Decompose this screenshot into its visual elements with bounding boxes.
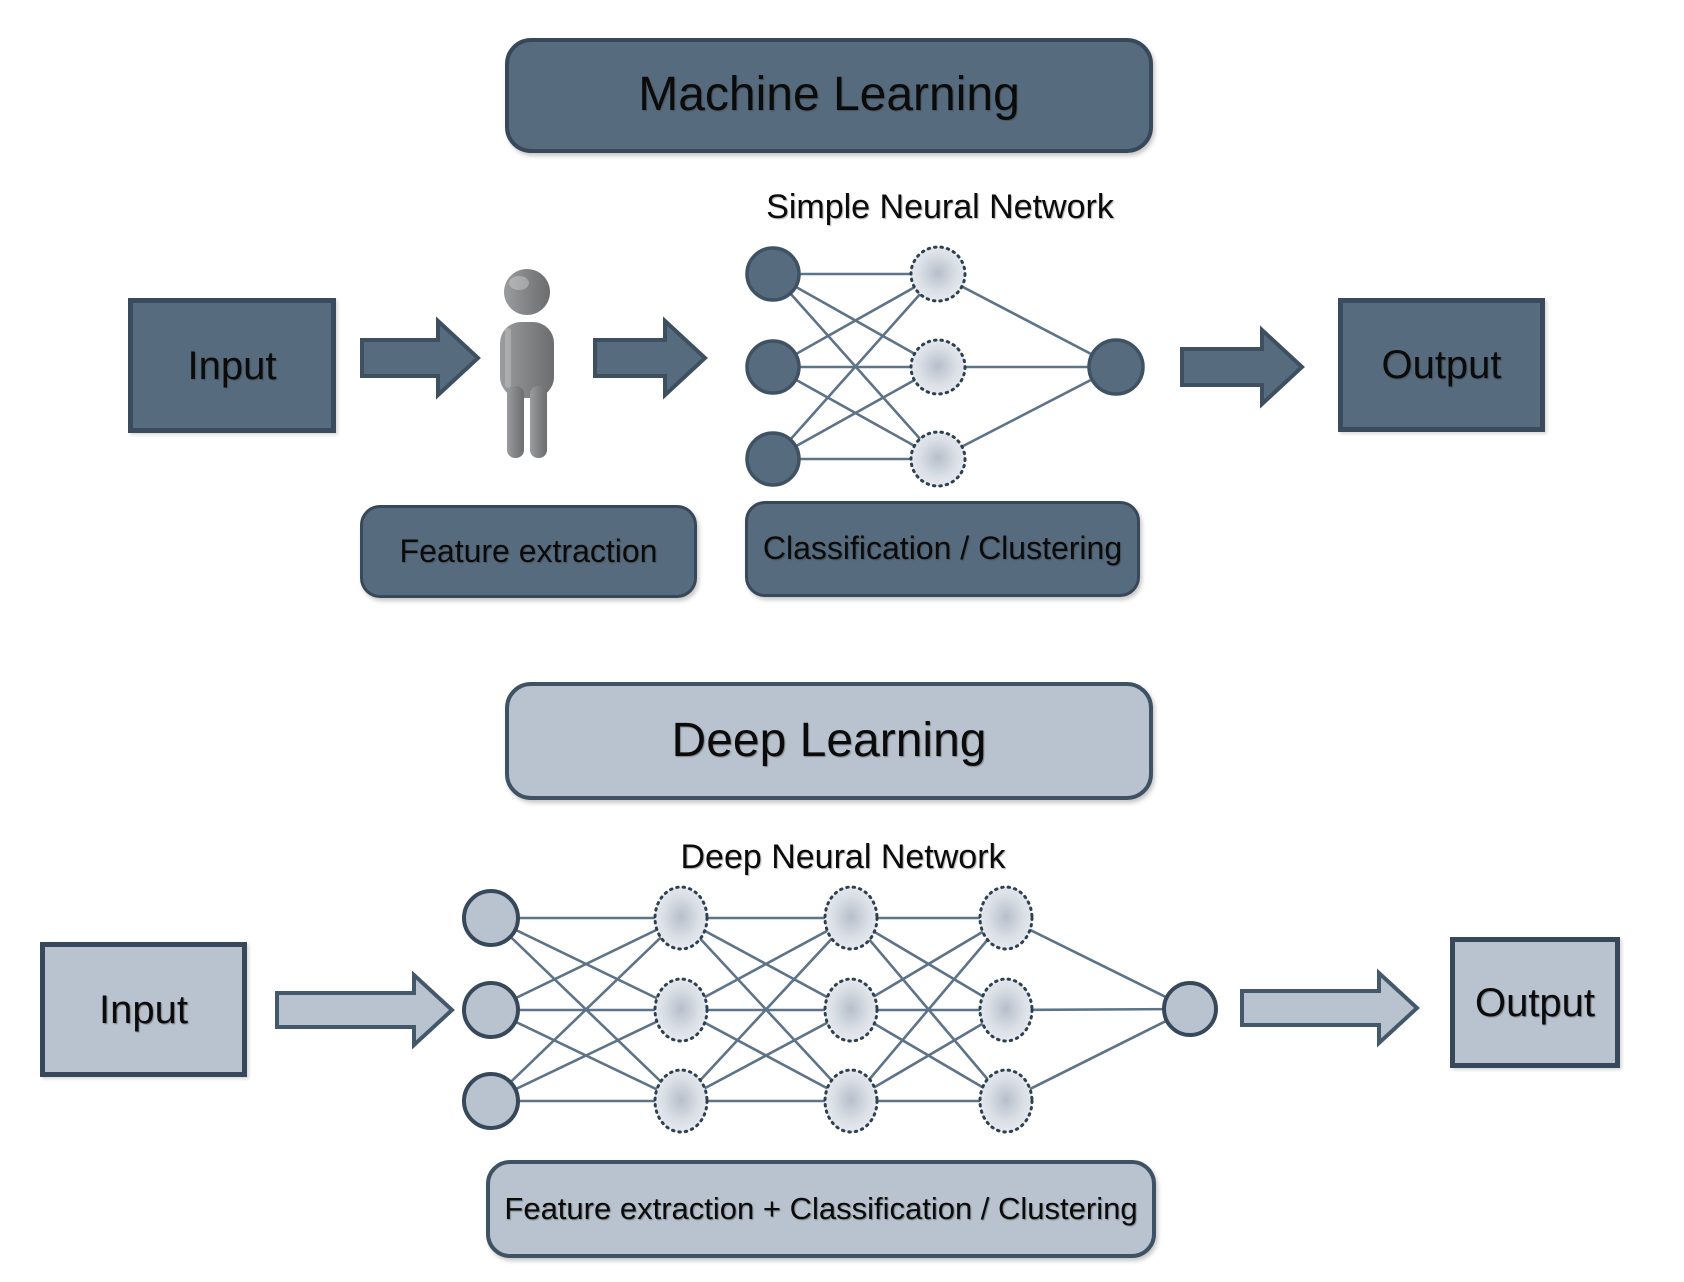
simple-neural-network-title: Simple Neural Network bbox=[766, 188, 1114, 226]
connection-line bbox=[490, 916, 682, 1012]
classification-clustering-label: Classification / Clustering bbox=[762, 530, 1123, 567]
person-right-leg bbox=[530, 386, 547, 458]
dl-input-box: Input bbox=[40, 942, 247, 1077]
connection-line bbox=[772, 273, 939, 460]
connection-line bbox=[490, 1008, 682, 1103]
connection-line bbox=[850, 1008, 1007, 1103]
person-torso-highlight bbox=[505, 328, 511, 388]
ml-input-label: Input bbox=[187, 343, 277, 388]
dnn-hidden-node bbox=[653, 977, 709, 1043]
snn-hidden-node bbox=[909, 338, 967, 396]
connection-line bbox=[772, 365, 939, 461]
combined-feature-classification-label: Feature extraction + Classification / Cl… bbox=[504, 1190, 1138, 1226]
dnn-hidden-node bbox=[978, 885, 1034, 951]
ml-input-box: Input bbox=[128, 298, 336, 433]
connection-line bbox=[680, 916, 852, 1012]
connection-line bbox=[1005, 1007, 1191, 1103]
dl-output-box: Output bbox=[1450, 937, 1620, 1068]
person-head bbox=[504, 269, 550, 315]
machine-learning-title-box: Machine Learning bbox=[505, 38, 1153, 153]
dnn-input-node bbox=[462, 889, 520, 947]
connection-line bbox=[937, 272, 1117, 369]
connection-line bbox=[490, 917, 682, 1102]
classification-clustering-box: Classification / Clustering bbox=[745, 501, 1140, 597]
deep-learning-title: Deep Learning bbox=[671, 713, 987, 767]
connection-line bbox=[1005, 1007, 1191, 1012]
dnn-output-node bbox=[1162, 981, 1218, 1037]
dnn-hidden-node bbox=[978, 977, 1034, 1043]
snn-hidden-node bbox=[909, 245, 967, 303]
person-torso bbox=[500, 322, 554, 398]
ml-output-label: Output bbox=[1381, 343, 1502, 387]
dnn-hidden-node bbox=[823, 1068, 879, 1134]
flow-arrows bbox=[275, 316, 1420, 1050]
snn-input-node bbox=[745, 246, 801, 302]
machine-learning-title: Machine Learning bbox=[638, 68, 1020, 122]
ml-output-box: Output bbox=[1338, 298, 1545, 432]
connection-line bbox=[850, 917, 1007, 1102]
person-left-leg bbox=[507, 386, 524, 458]
connection-line bbox=[680, 917, 852, 1102]
deep-learning-title-box: Deep Learning bbox=[505, 682, 1153, 800]
simple-neural-network bbox=[745, 245, 1145, 488]
feature-extraction-box: Feature extraction bbox=[360, 505, 697, 598]
dl-arrow-network-to-output bbox=[1240, 968, 1420, 1048]
ml-arrow-input-to-person bbox=[360, 316, 481, 400]
connection-line bbox=[772, 272, 939, 369]
dl-arrow-input-to-network bbox=[275, 970, 455, 1050]
connection-line bbox=[937, 365, 1117, 461]
dnn-input-node bbox=[462, 1072, 520, 1130]
dnn-hidden-node bbox=[823, 977, 879, 1043]
dl-output-label: Output bbox=[1474, 980, 1596, 1025]
combined-feature-classification-box: Feature extraction + Classification / Cl… bbox=[486, 1160, 1156, 1258]
feature-extraction-label: Feature extraction bbox=[399, 532, 658, 569]
snn-output-node bbox=[1087, 338, 1145, 396]
dl-input-label: Input bbox=[99, 987, 188, 1032]
ml-arrow-person-to-network bbox=[593, 316, 708, 400]
dnn-hidden-node bbox=[978, 1068, 1034, 1134]
dnn-input-node bbox=[462, 981, 520, 1039]
person-head-highlight bbox=[509, 276, 529, 290]
ml-arrow-network-to-output bbox=[1180, 325, 1305, 409]
dnn-hidden-node bbox=[653, 1068, 709, 1134]
connection-line bbox=[680, 1008, 852, 1103]
dnn-hidden-node bbox=[653, 885, 709, 951]
snn-input-node bbox=[745, 339, 801, 395]
snn-input-node bbox=[745, 431, 801, 487]
person-icon bbox=[500, 269, 554, 458]
connection-line bbox=[850, 916, 1007, 1012]
deep-neural-network bbox=[462, 885, 1218, 1134]
deep-neural-network-title: Deep Neural Network bbox=[680, 838, 1006, 876]
dnn-hidden-node bbox=[823, 885, 879, 951]
snn-hidden-node bbox=[909, 430, 967, 488]
connection-line bbox=[1005, 916, 1191, 1011]
